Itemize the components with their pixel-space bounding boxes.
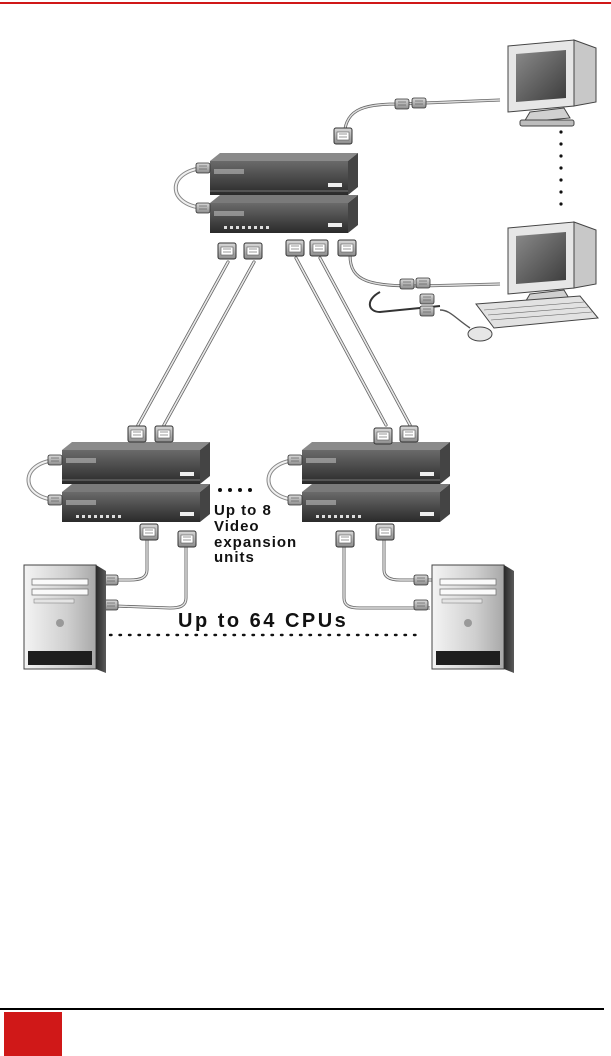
footer-rule — [0, 1008, 604, 1010]
monitor-chain-dots — [559, 130, 562, 205]
top-monitor — [508, 40, 596, 126]
keyboard-icon — [476, 296, 598, 328]
main-switch-stack — [176, 153, 358, 233]
kvm-expansion-diagram: Up to 8 Video expansion units Up to 64 C… — [0, 0, 611, 1000]
cpu-count-label: Up to 64 CPUs — [178, 610, 348, 632]
left-cpu-tower — [24, 565, 106, 673]
footer-accent-block — [4, 1012, 62, 1056]
left-expansion-stack — [29, 426, 211, 522]
console-monitor — [508, 222, 596, 308]
right-cpu-tower — [432, 565, 514, 673]
right-expansion-stack — [269, 426, 451, 522]
expansion-units-label: Up to 8 Video expansion units — [214, 502, 302, 566]
expansion-dots — [218, 488, 252, 492]
